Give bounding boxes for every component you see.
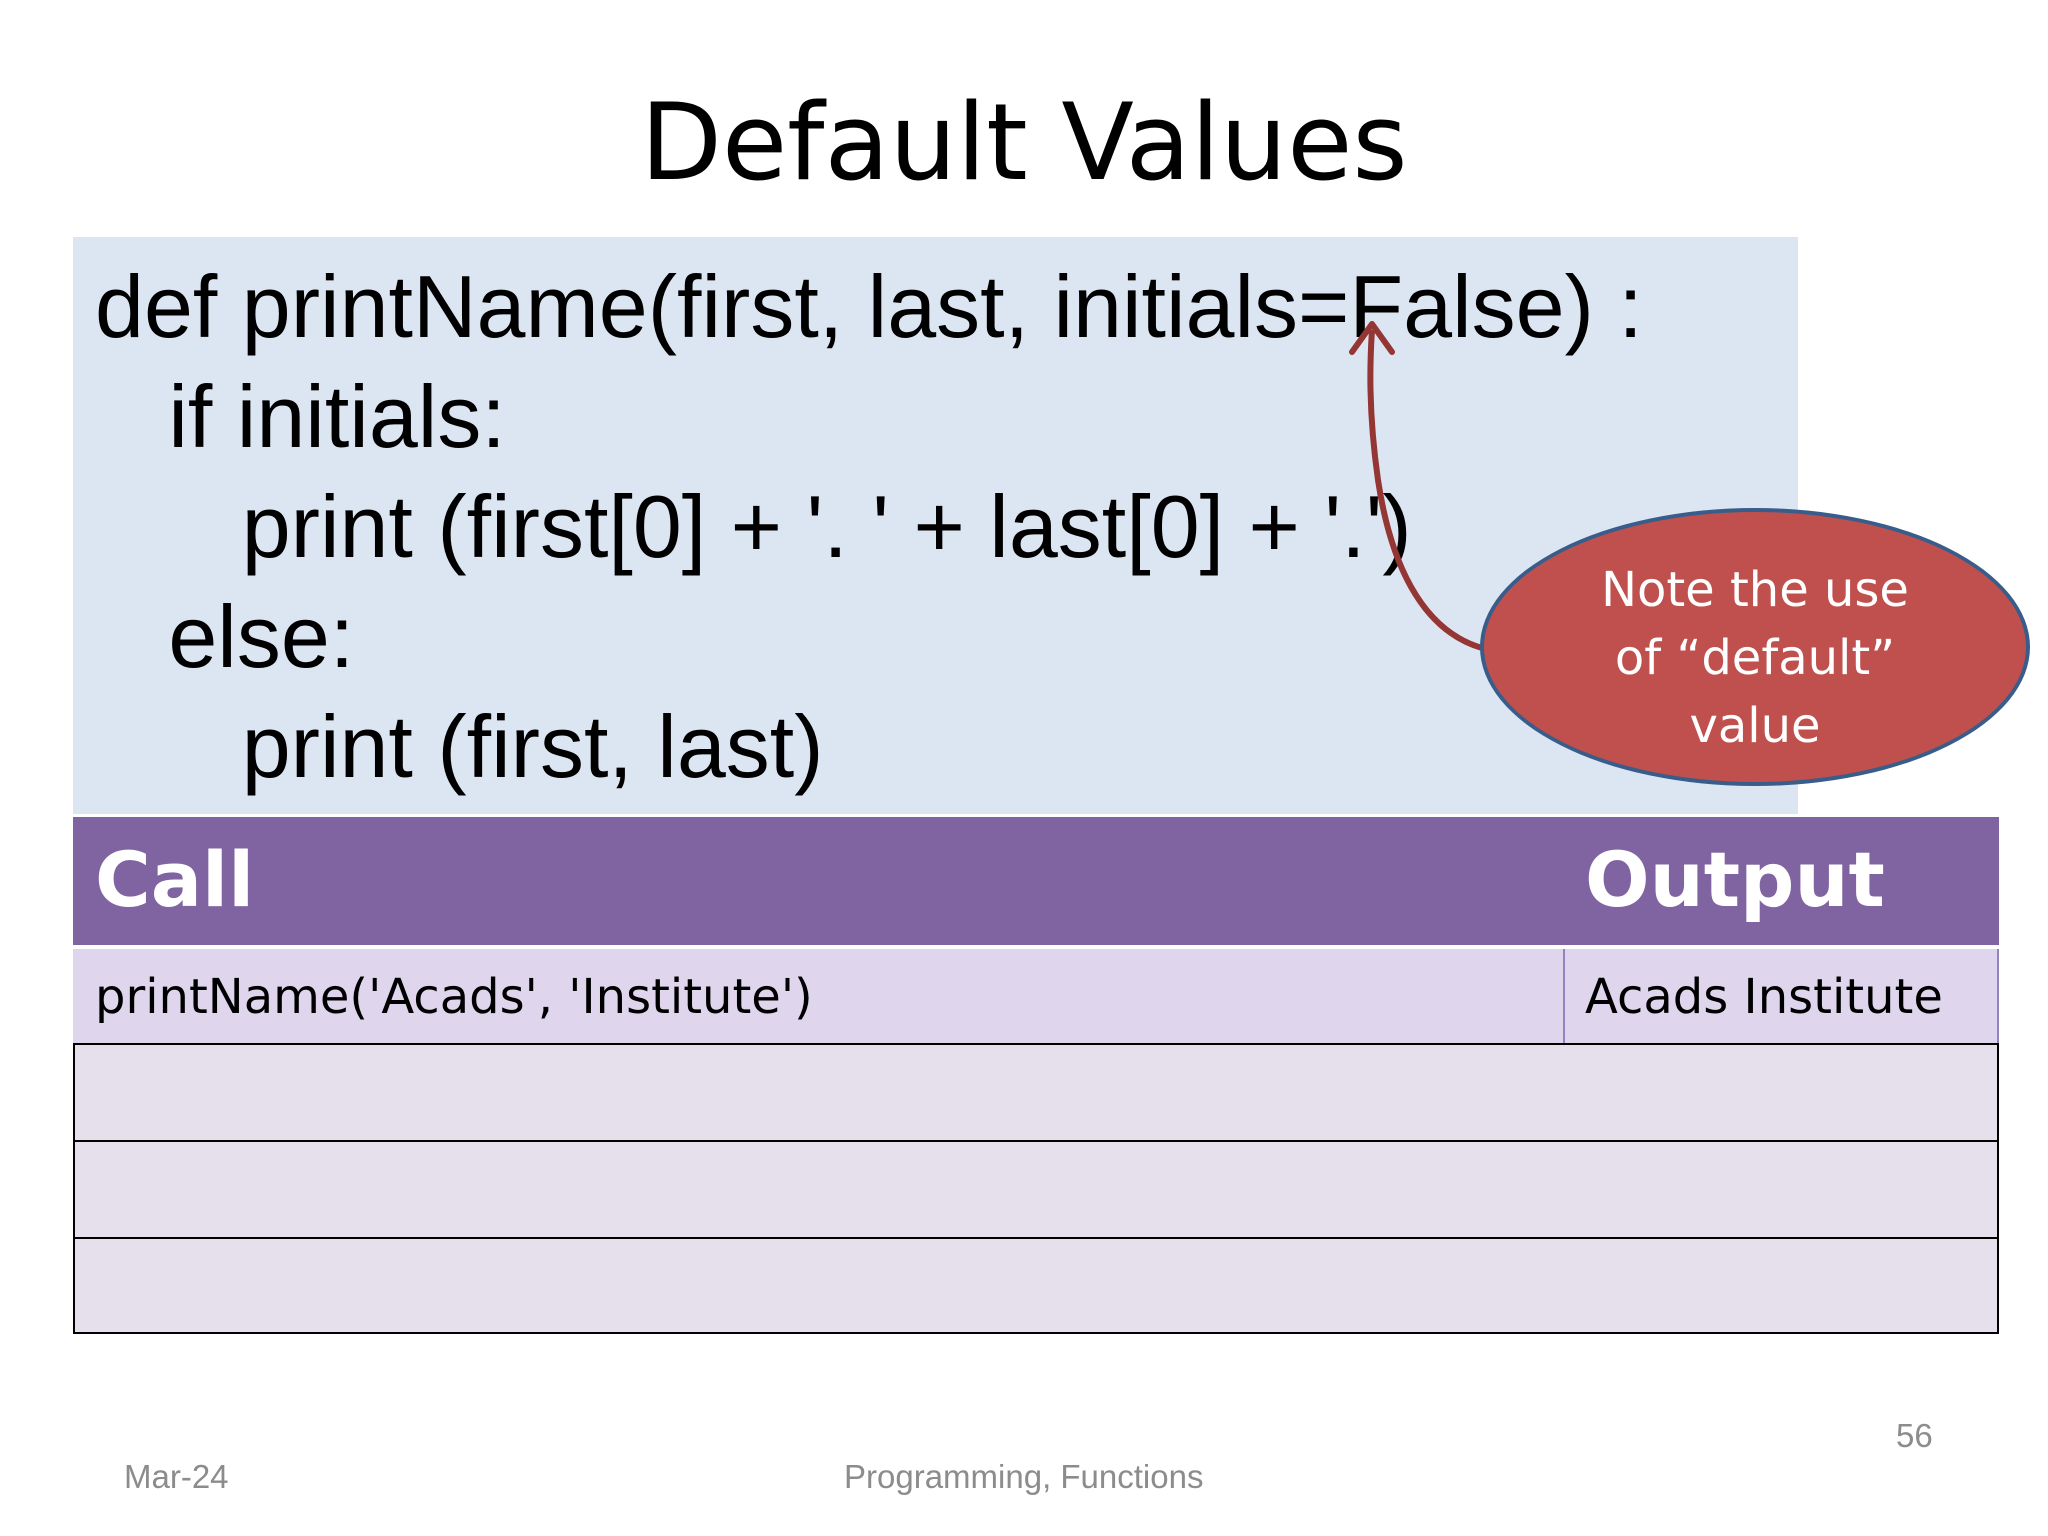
blank-row: [75, 1045, 1997, 1142]
row-edge: [1997, 949, 1999, 1045]
code-line-1: def printName(first, last, initials=Fals…: [95, 257, 1643, 356]
column-divider: [1563, 949, 1565, 1045]
callout-bubble: Note the use of “default” value: [1480, 508, 2030, 786]
code-line-3: print (first[0] + '. ' + last[0] + '.'): [95, 477, 1412, 576]
blank-row: [75, 1239, 1997, 1336]
footer-date: Mar-24: [124, 1458, 229, 1495]
page-number: 56: [1896, 1417, 1933, 1454]
table-row: printName('Acads', 'Institute') Acads In…: [73, 949, 1999, 1047]
cell-call: printName('Acads', 'Institute'): [95, 969, 813, 1025]
footer-topic: Programming, Functions: [844, 1458, 1204, 1495]
cell-output: Acads Institute: [1585, 969, 1943, 1025]
blank-row: [75, 1142, 1997, 1239]
header-output: Output: [1585, 835, 1885, 924]
blank-table-rows: [73, 1043, 1999, 1334]
code-line-5: print (first, last): [95, 697, 824, 796]
callout-text: Note the use of “default” value: [1601, 562, 1909, 754]
slide-title: Default Values: [640, 81, 1408, 204]
header-call: Call: [95, 835, 255, 924]
table-header: Call Output: [73, 817, 1999, 945]
code-line-4: else:: [95, 587, 355, 686]
code-block: def printName(first, last, initials=Fals…: [73, 237, 1798, 814]
code-line-2: if initials:: [95, 367, 506, 466]
